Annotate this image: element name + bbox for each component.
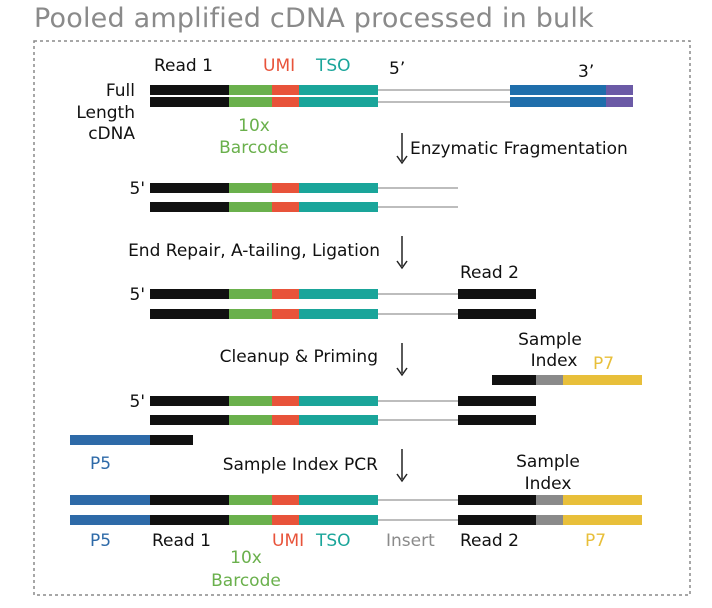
dashed-frame [33,40,691,596]
read1-label-bot: Read 1 [152,531,211,551]
primed-molecule [150,396,536,425]
index-label-mid: Index [531,351,578,371]
index-label-bot: Index [525,474,572,494]
p5-label-mid: P5 [90,454,111,474]
p5-label-bot: P5 [90,531,111,551]
barcode-label-2: Barcode [211,571,281,591]
read2-label-bot: Read 2 [460,531,519,551]
insert-label-bot: Insert [386,531,435,551]
sample-label-bot: Sample [516,452,580,472]
step3-arrow [396,343,408,377]
step4-label: Sample Index PCR [223,455,378,475]
sample-label-mid: Sample [518,330,582,350]
read1-label-top: Read 1 [154,56,213,76]
umi-label-bot: UMI [272,531,304,551]
read1-segment [150,85,229,95]
read2-label-mid: Read 2 [460,263,519,283]
step4-arrow [396,449,408,483]
five-prime-label-top: 5’ [389,59,405,79]
p5-primer [70,435,193,445]
ligated-molecule [150,289,536,319]
p7-label-mid: P7 [593,354,614,374]
three-prime-label-top: 3’ [578,62,594,82]
tso-label-bot: TSO [315,531,351,551]
tso-label-top: TSO [315,56,351,76]
polyt-segment [510,85,606,95]
step1-arrow [396,133,408,165]
step2-arrow [396,236,408,270]
umi-label-top: UMI [263,56,295,76]
full-label: Full [106,81,135,101]
p7-label-bot: P7 [585,531,606,551]
diagram-title: Pooled amplified cDNA processed in bulk [34,3,594,34]
step2-label: End Repair, A-tailing, Ligation [128,241,380,261]
fragmented-cdna-molecule [150,183,458,212]
full-length-cdna-molecule [150,85,633,107]
tenx-label-1: 10x [238,116,270,136]
p7-primer [492,375,642,385]
umi-segment [272,85,299,95]
step1-label: Enzymatic Fragmentation [410,139,628,159]
barcode-segment [229,85,272,95]
tenx-label-2: 10x [230,548,262,568]
cdna-label: cDNA [88,124,135,144]
final-library-molecule [70,495,642,525]
step3-label: Cleanup & Priming [220,347,378,367]
barcode-label-1: Barcode [219,138,289,158]
five-prime-label-2: 5' [130,285,146,305]
five-prime-label-3: 5' [130,392,146,412]
length-label: Length [76,103,135,123]
tso-segment [299,85,378,95]
five-prime-label-1: 5' [130,179,146,199]
